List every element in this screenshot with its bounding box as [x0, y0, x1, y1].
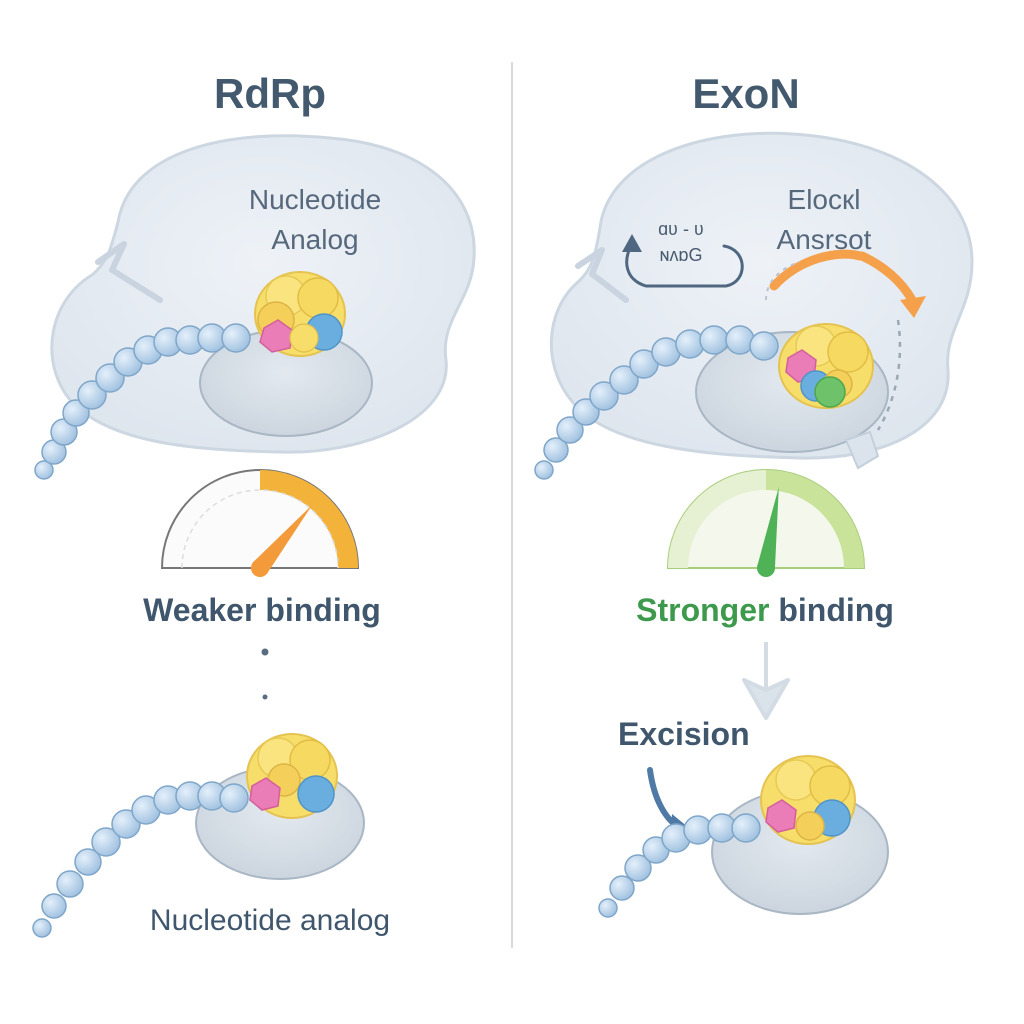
weaker-binding-caption: Weaker binding [143, 592, 381, 628]
nucleotide-bead [41, 893, 67, 919]
nucleotide-bead [749, 331, 779, 361]
proofreading-loop-arrow-icon [625, 242, 744, 288]
nucleotide-bead [32, 918, 52, 938]
nucleotide-bead [572, 398, 600, 426]
stronger-word: Stronger [636, 592, 770, 628]
nucleotide-bead [675, 329, 705, 359]
analog-rna-strand [32, 781, 249, 938]
nucleotide-bead [219, 783, 249, 813]
strong-binding-gauge [666, 469, 866, 577]
pointer-arrow-icon [95, 241, 163, 303]
down-arrow-icon [742, 642, 790, 720]
nucleotide-bead [543, 437, 569, 463]
nucleotide-bead [589, 381, 619, 411]
nucleotide-bead [598, 898, 618, 918]
rdrp-rna-strand [34, 323, 251, 480]
excision-label: Excision [618, 716, 750, 752]
exon-bubble-label-line1: Elocкl [787, 184, 861, 215]
exon-rna-strand [534, 325, 779, 480]
weak-gauge-needle [251, 504, 313, 577]
nucleotide-analog-label: Nucleotide analog [149, 904, 391, 937]
nucleotide-bead [609, 875, 635, 901]
analog-cluster-excised-bottom [760, 755, 856, 845]
analog-label-line1: Nucleotide [248, 184, 382, 215]
loop-arrowhead-icon [622, 234, 642, 252]
ellipsis-dot [262, 694, 268, 700]
loop-label-line2: ɴʌɒG [659, 245, 703, 265]
nucleotide-bead [624, 854, 652, 882]
nucleotide-bead [91, 827, 121, 857]
nucleotide-bead [62, 399, 90, 427]
nucleotide-bead [34, 460, 54, 480]
weak-binding-gauge [160, 469, 360, 577]
analog-cluster-bottom [246, 733, 338, 819]
exon-title: ExoN [692, 70, 800, 117]
exchange-arrow-icon-2 [857, 251, 917, 305]
fragment-icon [844, 430, 880, 470]
nucleotide-bead [74, 848, 102, 876]
pointer-arrow-icon [575, 247, 629, 303]
ellipsis-dot [261, 648, 269, 656]
nucleotide-bead [77, 380, 107, 410]
excised-analog-cluster [778, 323, 874, 409]
exchange-arrowhead-icon [900, 296, 926, 318]
nucleotide-bead [534, 460, 554, 480]
nucleotide-bead [699, 325, 729, 355]
analog-label-line2: Analog [271, 224, 359, 255]
nucleotide-bead [221, 323, 251, 353]
nucleotide-bead [56, 870, 84, 898]
loop-label-line1: ɑʋ - ʋ [658, 219, 704, 239]
stronger-binding-caption: Stronger binding [600, 592, 930, 629]
nucleotide-bead [111, 809, 141, 839]
binding-word: binding [769, 592, 894, 628]
excised-rna-strand [598, 813, 761, 918]
nucleotide-bead [556, 416, 584, 444]
strong-gauge-needle [757, 487, 779, 577]
nucleotide-bead [731, 813, 761, 843]
exon-bubble-label-line2: Ansrsot [776, 224, 872, 255]
rdrp-title: RdRp [214, 70, 326, 117]
exchange-arrow-icon [769, 249, 865, 291]
nucleotide-bead [609, 365, 639, 395]
nucleotide-analog-cluster [254, 271, 346, 357]
dashed-trajectory-2 [876, 319, 902, 431]
